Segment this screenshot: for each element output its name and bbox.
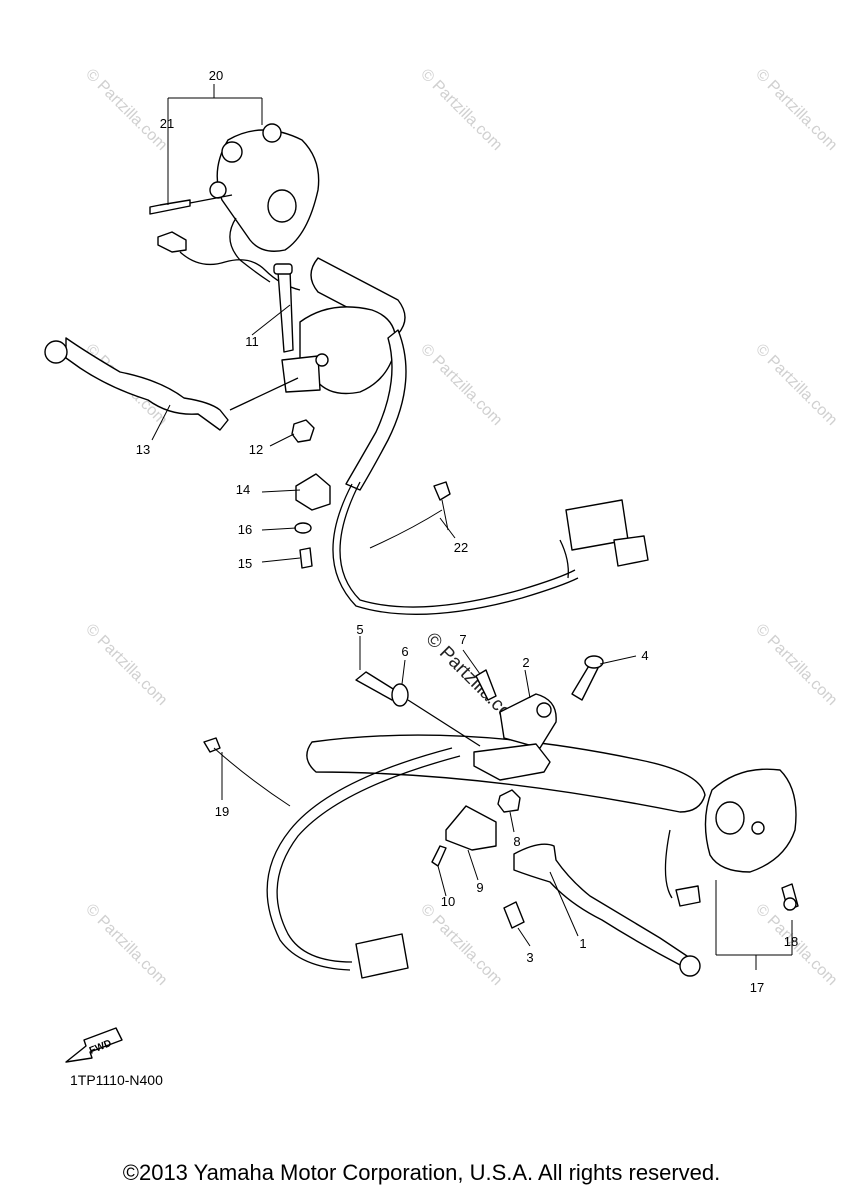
part-label-1: 1 [579,936,586,951]
part-label-8: 8 [513,834,520,849]
part-label-16: 16 [238,522,252,537]
part-label-20: 20 [209,68,223,83]
forward-arrow-icon: FWD [65,1027,123,1063]
part-label-5: 5 [356,622,363,637]
watermark: © Partzilla.com [417,341,505,429]
part-label-11: 11 [245,334,259,349]
diagram-code: 1TP1110-N400 [70,1072,163,1088]
part-label-7: 7 [459,632,466,647]
watermark: © Partzilla.com [82,621,170,709]
part-label-17: 17 [750,980,764,995]
watermark: © Partzilla.com [82,66,170,154]
watermark: © Partzilla.com [82,901,170,989]
part-label-15: 15 [238,556,252,571]
watermark: © Partzilla.com [752,66,840,154]
part-label-10: 10 [441,894,455,909]
copyright-notice: ©2013 Yamaha Motor Corporation, U.S.A. A… [122,1160,721,1185]
part-labels: 1 2 3 4 5 6 7 8 9 10 11 12 13 14 15 16 1… [136,68,798,995]
watermark: © Partzilla.com [417,901,505,989]
part-label-18: 18 [784,934,798,949]
part-label-21: 21 [160,116,174,131]
left-handlebar-assembly [44,84,649,615]
watermark: © Partzilla.com [752,341,840,429]
part-label-2: 2 [522,655,529,670]
part-label-12: 12 [249,442,263,457]
part-label-9: 9 [476,880,483,895]
part-label-3: 3 [526,950,533,965]
part-label-22: 22 [454,540,468,555]
right-handlebar-assembly [203,636,799,979]
watermark: © Partzilla.com [417,66,505,154]
part-label-4: 4 [641,648,648,663]
part-label-6: 6 [401,644,408,659]
part-label-19: 19 [215,804,229,819]
watermark: © Partzilla.com [752,621,840,709]
part-label-13: 13 [136,442,150,457]
part-label-14: 14 [236,482,250,497]
